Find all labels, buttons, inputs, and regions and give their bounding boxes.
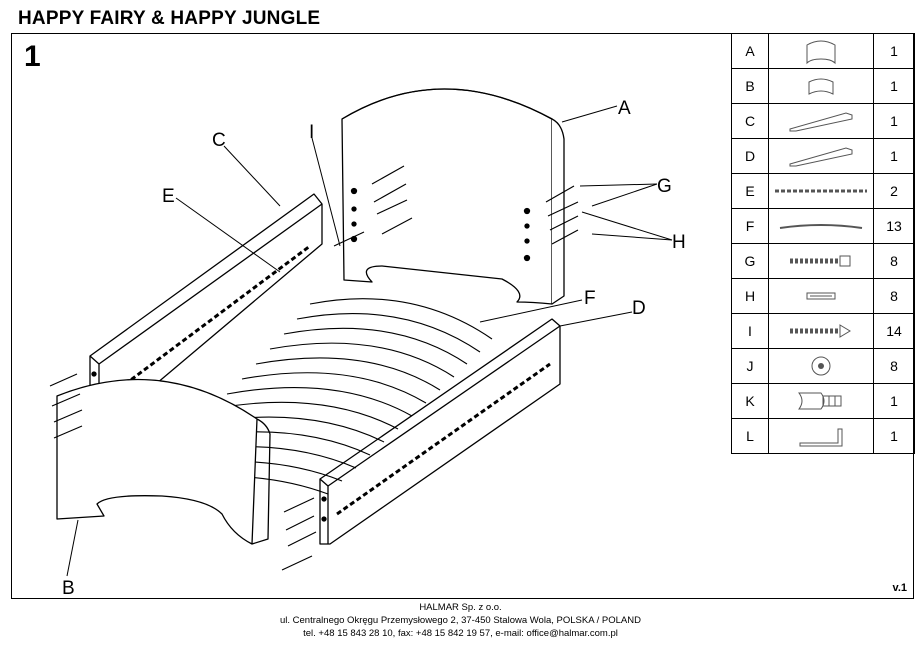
parts-row-f: F 13: [731, 208, 915, 244]
footer-contact: tel. +48 15 843 28 10, fax: +48 15 842 1…: [303, 628, 618, 639]
screw-icon: [768, 313, 874, 349]
label-e: E: [162, 186, 175, 207]
label-g: G: [657, 176, 672, 197]
part-quantity: 1: [873, 138, 915, 174]
label-h: H: [672, 232, 686, 253]
part-quantity: 8: [873, 348, 915, 384]
document-title: HAPPY FAIRY & HAPPY JUNGLE: [18, 8, 321, 29]
label-d: D: [632, 298, 646, 319]
part-letter: J: [731, 348, 769, 384]
washer-icon: [768, 348, 874, 384]
part-quantity: 2: [873, 173, 915, 209]
part-letter: I: [731, 313, 769, 349]
company-footer: HALMAR Sp. z o.o. ul. Centralnego Okręgu…: [0, 601, 921, 640]
side-rail-d-drawing: [319, 318, 561, 545]
part-letter: B: [731, 68, 769, 104]
part-letter: H: [731, 278, 769, 314]
label-b: B: [62, 578, 75, 598]
step-number: 1: [24, 40, 41, 73]
version-label: v.1: [892, 582, 907, 594]
bolts-drawing: [49, 165, 579, 571]
slat-icon: [768, 208, 874, 244]
label-f: F: [584, 288, 596, 309]
slat-strip-e-drawing: [111, 244, 311, 396]
footer-address: ul. Centralnego Okręgu Przemysłowego 2, …: [279, 615, 641, 626]
label-i: I: [309, 122, 314, 143]
side-rail-icon: [768, 103, 874, 139]
part-letter: F: [731, 208, 769, 244]
part-quantity: 14: [873, 313, 915, 349]
part-letter: A: [731, 33, 769, 69]
dowel-icon: [768, 278, 874, 314]
slat-strip-d-drawing: [336, 362, 551, 516]
footboard-drawing: [56, 378, 271, 545]
part-letter: C: [731, 103, 769, 139]
parts-row-i: I 14: [731, 313, 915, 349]
part-quantity: 8: [873, 278, 915, 314]
footboard-icon: [768, 68, 874, 104]
part-quantity: 1: [873, 33, 915, 69]
part-quantity: 1: [873, 103, 915, 139]
connector-icon: [768, 383, 874, 419]
allen-key-icon: [768, 418, 874, 454]
part-quantity: 1: [873, 68, 915, 104]
slat-strip-icon: [768, 173, 874, 209]
part-letter: L: [731, 418, 769, 454]
part-letter: G: [731, 243, 769, 279]
label-a: A: [618, 98, 631, 119]
headboard-icon: [768, 33, 874, 69]
side-rail-icon: [768, 138, 874, 174]
part-letter: D: [731, 138, 769, 174]
part-letter: K: [731, 383, 769, 419]
part-quantity: 8: [873, 243, 915, 279]
footer-company: HALMAR Sp. z o.o.: [419, 602, 502, 613]
part-letter: E: [731, 173, 769, 209]
label-c: C: [212, 130, 226, 151]
part-quantity: 13: [873, 208, 915, 244]
assembly-diagram: A B C D E F G H I: [49, 88, 686, 598]
part-quantity: 1: [873, 383, 915, 419]
headboard-drawing: [341, 88, 565, 305]
leader-lines: [66, 105, 673, 577]
part-quantity: 1: [873, 418, 915, 454]
bolt-icon: [768, 243, 874, 279]
